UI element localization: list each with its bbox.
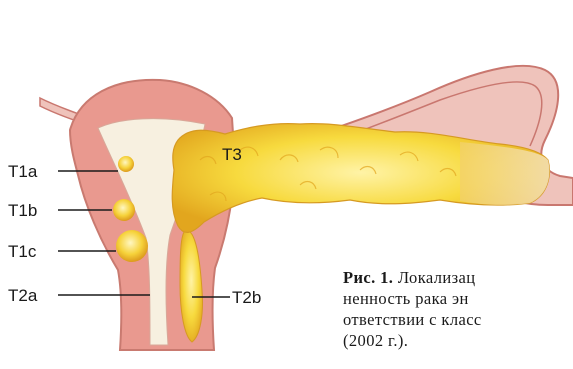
tumor-t1a bbox=[118, 156, 134, 172]
label-t3: T3 bbox=[222, 146, 242, 163]
label-t1a: T1a bbox=[8, 163, 37, 180]
caption-line-3: ответствии с класс bbox=[343, 312, 482, 329]
label-t1b: T1b bbox=[8, 202, 37, 219]
label-t1c: T1c bbox=[8, 243, 36, 260]
tumor-t1b bbox=[113, 199, 135, 221]
caption-line-4: (2002 г.). bbox=[343, 333, 408, 363]
tumor-t1c bbox=[116, 230, 148, 262]
caption-line-2: ненность рака эн bbox=[343, 291, 469, 308]
caption-figure-number: Рис. 1. bbox=[343, 268, 393, 287]
label-t2b: T2b bbox=[232, 289, 261, 306]
caption-line-1: Локализац bbox=[398, 268, 476, 287]
label-t2a: T2a bbox=[8, 287, 37, 304]
